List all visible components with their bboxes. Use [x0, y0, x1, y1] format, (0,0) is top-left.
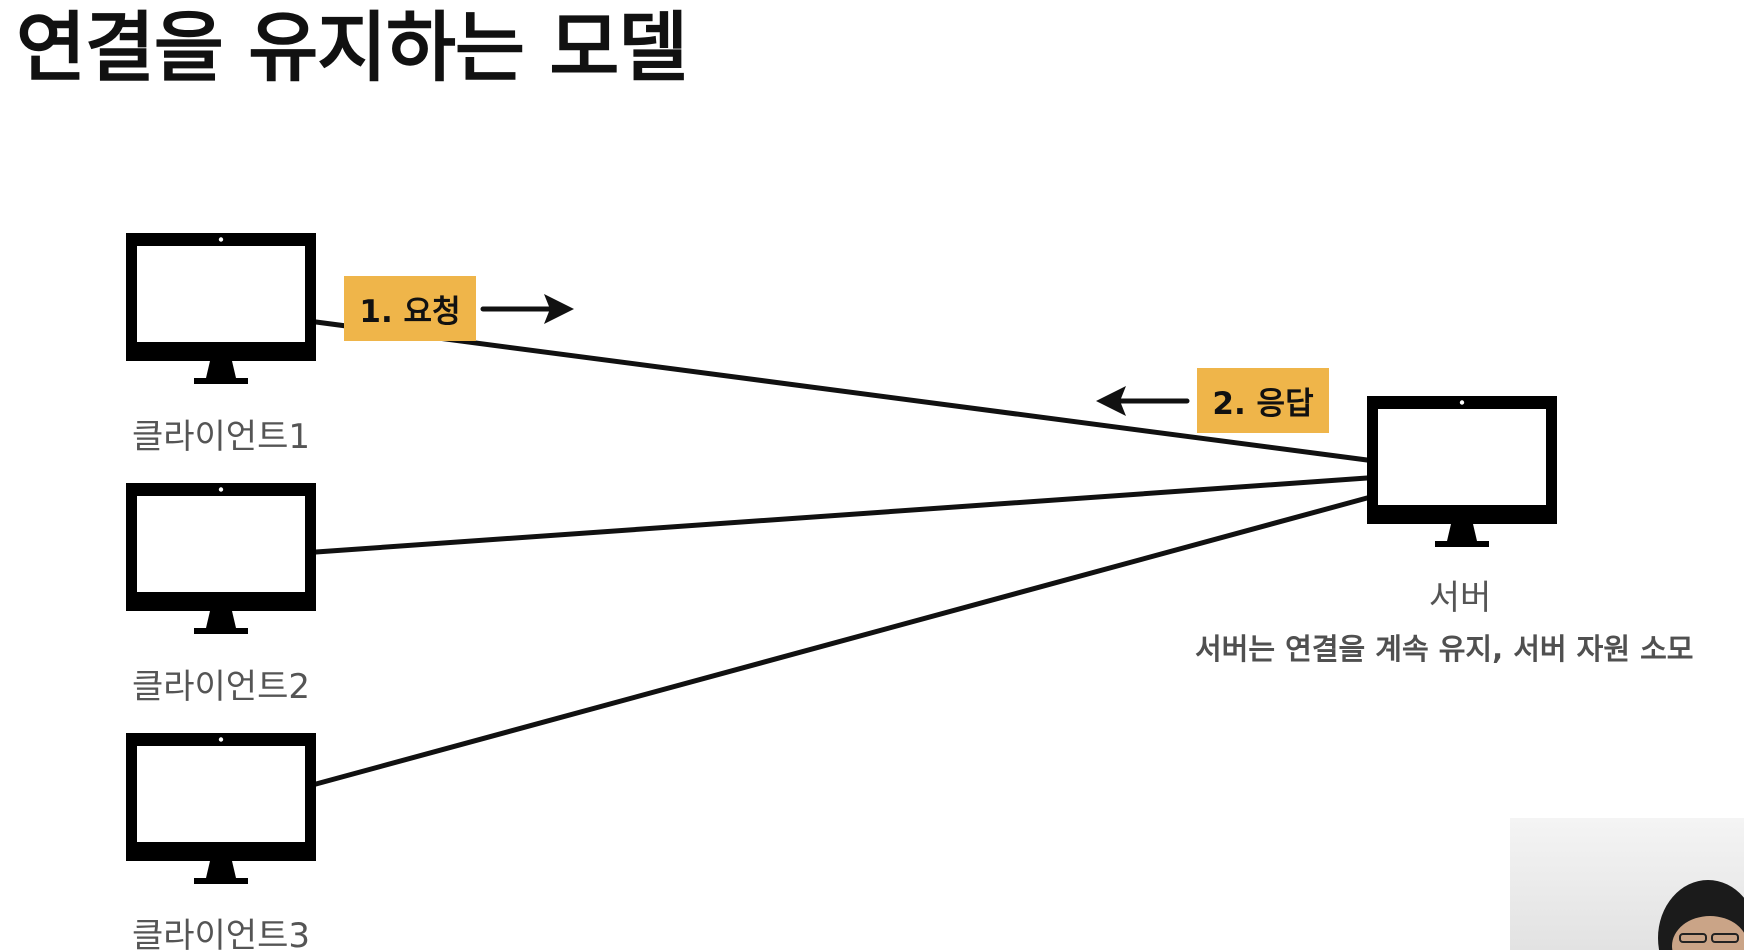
connection-line-client1	[313, 319, 1370, 463]
connection-line-client2	[313, 475, 1370, 555]
slide-title: 연결을 유지하는 모델	[16, 3, 688, 92]
presenter-video	[1510, 818, 1744, 950]
request-tag: 1. 요청	[344, 276, 476, 341]
client2-label: 클라이언트2	[131, 667, 311, 707]
presenter-avatar	[1658, 880, 1744, 950]
arrow-left-icon	[1096, 386, 1190, 416]
response-tag: 2. 응답	[1197, 368, 1329, 433]
client1-monitor-icon	[126, 233, 316, 385]
arrow-right-icon	[480, 294, 574, 324]
client1-label: 클라이언트1	[131, 417, 311, 457]
server-monitor-icon	[1367, 396, 1557, 548]
server-note: 서버는 연결을 계속 유지, 서버 자원 소모	[1195, 632, 1694, 666]
connection-line-client3	[313, 495, 1370, 787]
server-label: 서버	[1428, 578, 1492, 618]
client2-monitor-icon	[126, 483, 316, 635]
client3-label: 클라이언트3	[131, 916, 311, 950]
client3-monitor-icon	[126, 733, 316, 885]
